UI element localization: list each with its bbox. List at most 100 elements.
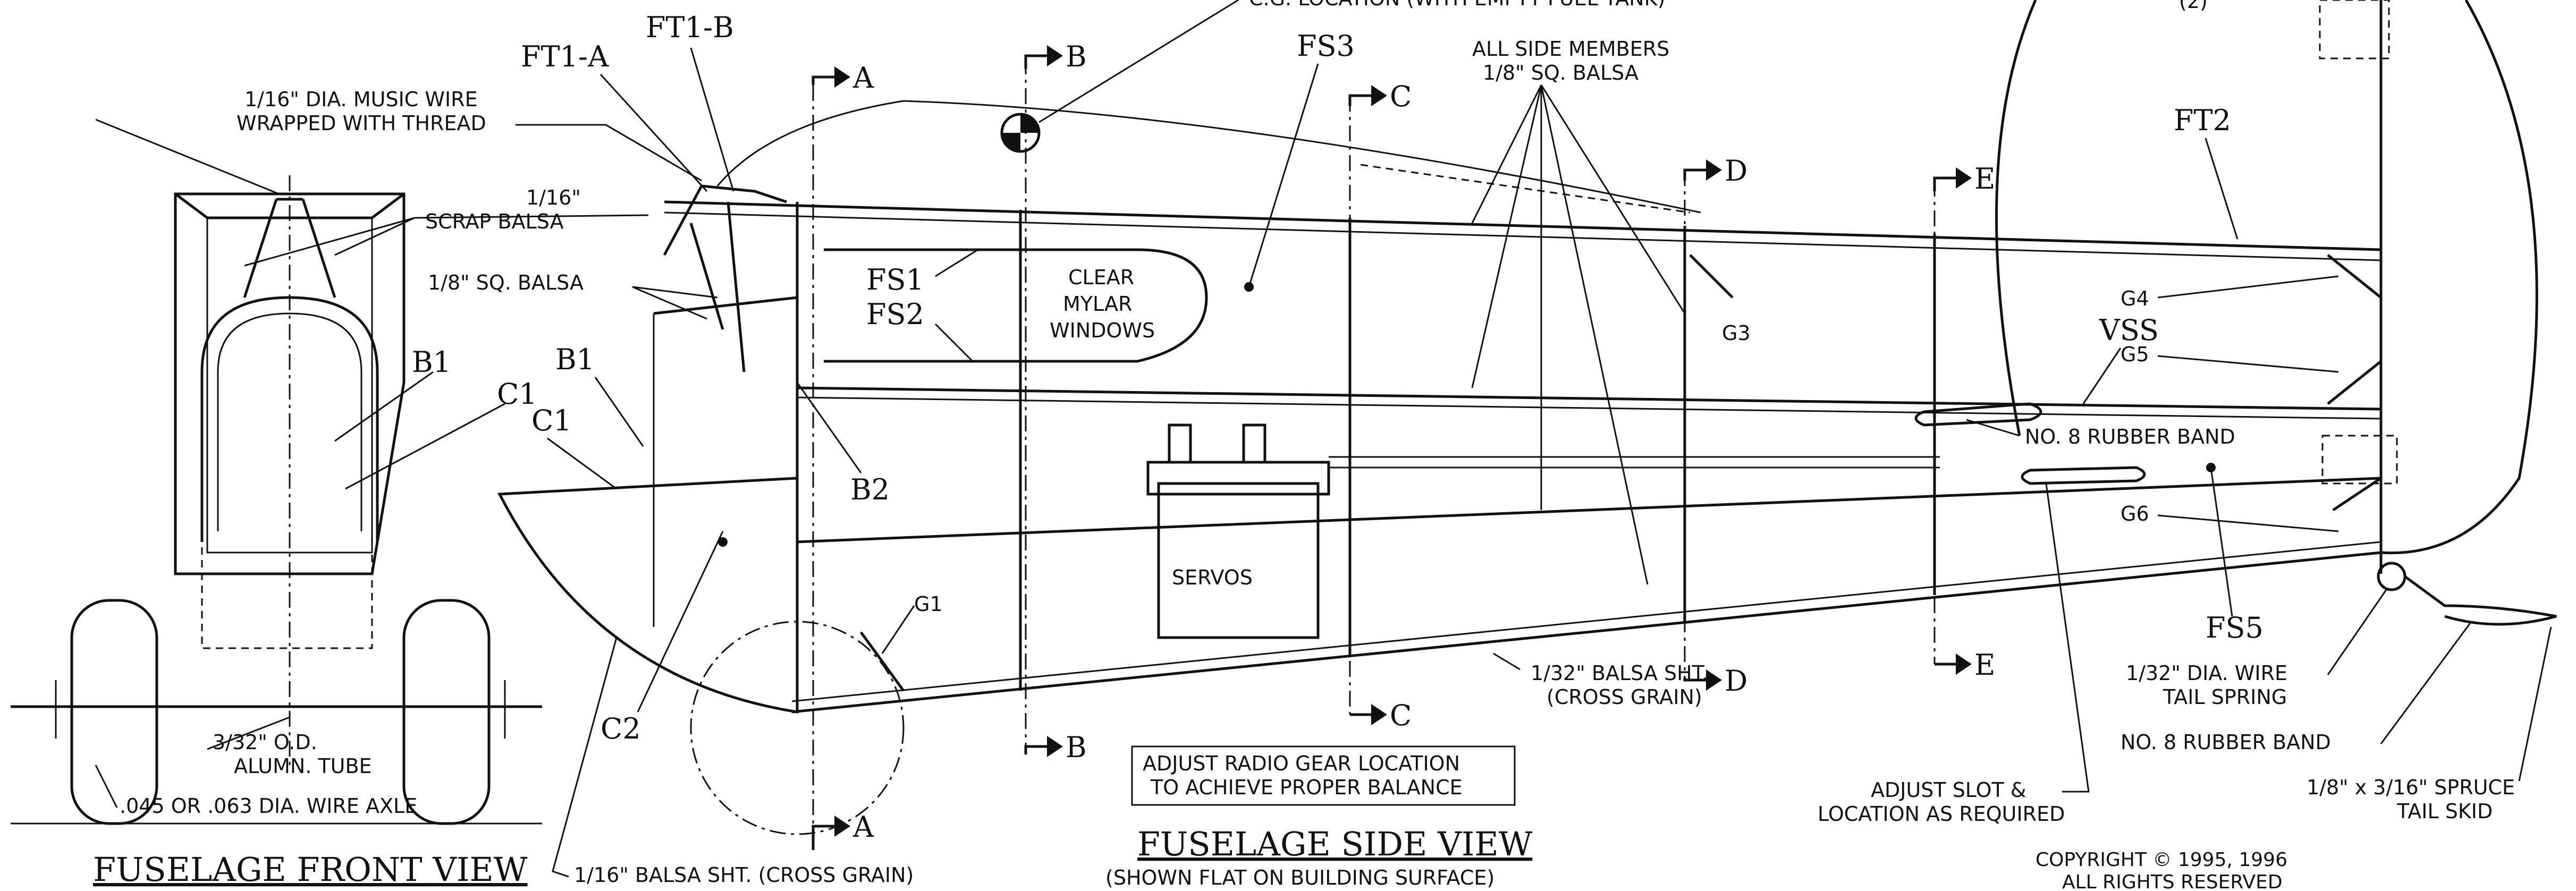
arrow-c-top-stem	[1348, 94, 1371, 106]
leader-rubber-band-2	[2380, 621, 2472, 744]
side-view: A A B B C C D	[497, 0, 2557, 891]
label-ref-2: (2)	[2179, 0, 2208, 13]
section-arrow-b-bottom: B	[1024, 731, 1087, 764]
section-arrow-e-top: E	[1933, 162, 1995, 196]
leader-g5	[2157, 355, 2339, 373]
label-skid-2: TAIL SKID	[2396, 800, 2493, 823]
mid-longeron-inner	[797, 396, 2381, 420]
label-balsa-sht-1: 1/32" BALSA SHT.	[1531, 661, 1709, 685]
section-arrow-c-top: C	[1348, 80, 1412, 113]
label-fs5: FS5	[2206, 611, 2263, 644]
label-window-2: MYLAR	[1063, 292, 1132, 316]
servo-stud-2	[1242, 423, 1266, 464]
front-inner	[206, 218, 373, 554]
section-d-bottom-label: D	[1725, 664, 1747, 698]
label-ft1b: FT1-B	[646, 11, 734, 44]
label-axle: .045 OR .063 DIA. WIRE AXLE	[120, 794, 417, 818]
left-wheel-tire	[70, 599, 158, 825]
arrow-c-top-head	[1371, 85, 1387, 106]
arrow-a-bottom-stem	[812, 825, 834, 850]
section-e-bottom-label: E	[1974, 648, 1995, 682]
label-balsa-sixteenth: 1/16" BALSA SHT. (CROSS GRAIN)	[574, 863, 914, 887]
label-balsa-sht-2: (CROSS GRAIN)	[1547, 685, 1702, 709]
windshield	[663, 184, 787, 256]
arrow-a-top-stem	[812, 75, 834, 85]
label-music-wire: 1/16" DIA. MUSIC WIRE	[244, 88, 478, 111]
leader-ft1b	[690, 47, 734, 192]
front-view-title: FUSELAGE FRONT VIEW	[93, 850, 528, 889]
bottom-longeron-inner	[791, 541, 2381, 702]
label-g3: G3	[1722, 321, 1751, 345]
front-bottom-box	[201, 547, 373, 649]
label-fs2: FS2	[866, 298, 924, 331]
label-adjust-2: TO ACHIEVE PROPER BALANCE	[1150, 776, 1463, 799]
section-arrow-d-top: D	[1683, 154, 1747, 188]
label-c2: C2	[601, 712, 641, 745]
label-cg-note: C.G. LOCATION (WITH EMPTY FUEL TANK)	[1249, 0, 1665, 10]
label-rubber-band: NO. 8 RUBBER BAND	[2025, 425, 2235, 448]
fs5-dot	[2206, 463, 2216, 472]
label-g6: G6	[2121, 502, 2149, 525]
top-longeron	[664, 200, 2381, 251]
leader-fs3	[1248, 63, 1319, 287]
leader-g1	[881, 605, 915, 654]
chin-block	[497, 477, 799, 714]
front-outline	[174, 192, 406, 575]
section-arrow-a-top: A	[812, 61, 874, 95]
section-e-top-label: E	[1974, 162, 1995, 196]
right-wheel-tire	[402, 599, 491, 825]
label-side-members-2: 1/8" SQ. BALSA	[1483, 61, 1638, 84]
hinge-plate	[2321, 435, 2398, 485]
label-copyright-1: COPYRIGHT © 1995, 1996	[2036, 849, 2287, 871]
label-scrap-balsa: SCRAP BALSA	[425, 210, 564, 233]
section-c-top-label: C	[1390, 80, 1412, 113]
label-window-3: WINDOWS	[1050, 319, 1155, 342]
label-rubber-band-2: NO. 8 RUBBER BAND	[2121, 731, 2331, 754]
mid-longeron	[797, 386, 2381, 411]
nose-top	[653, 296, 799, 478]
bottom-longeron	[791, 551, 2381, 714]
section-b-top-label: B	[1066, 40, 1087, 73]
balance-note-box	[1131, 745, 1516, 806]
label-g5: G5	[2121, 343, 2149, 366]
front-arch-inner	[217, 312, 362, 531]
arrow-b-bottom-head	[1047, 736, 1063, 757]
wing-outline	[716, 100, 1701, 214]
leader-wire	[95, 118, 280, 195]
label-b1-front: B1	[412, 345, 451, 379]
leader-wire-spring	[2327, 589, 2387, 675]
c2-dot	[718, 537, 728, 547]
arrow-d-top-head	[1706, 159, 1722, 181]
label-adjust-1: ADJUST RADIO GEAR LOCATION	[1143, 752, 1460, 775]
label-tube-2: ALUMN. TUBE	[234, 754, 372, 778]
arrow-c-bottom-head	[1371, 704, 1387, 725]
leader-c2	[637, 531, 724, 712]
window	[824, 248, 1208, 363]
leader-fs2	[934, 323, 974, 362]
leader-balsa-sixteenth	[552, 637, 618, 878]
right-wheel	[402, 599, 506, 825]
leader-fs5	[2210, 467, 2233, 617]
label-ft2: FT2	[2174, 104, 2231, 137]
rubber-band-slot-2	[2021, 466, 2146, 485]
label-skid-1: 1/8" x 3/16" SPRUCE	[2307, 776, 2515, 799]
cg-symbol	[1000, 0, 1239, 153]
rudder-outline	[1995, 0, 2538, 555]
servo-stud-1	[1168, 423, 1192, 464]
arrow-a-top-head	[834, 66, 850, 88]
section-d-top-label: D	[1725, 154, 1747, 188]
label-sq-balsa: 1/8" SQ. BALSA	[428, 271, 584, 294]
label-wire-2: TAIL SPRING	[2163, 685, 2287, 709]
label-sixteenth: 1/16"	[526, 186, 581, 209]
servo-box	[1157, 482, 1320, 639]
section-c-bottom-label: C	[1390, 699, 1412, 732]
leader-g6	[2157, 514, 2339, 532]
arrow-e-top-stem	[1933, 176, 1956, 191]
leader-b1-side	[594, 377, 644, 447]
label-b2: B2	[850, 473, 890, 506]
rubber-band-slot-1	[1914, 402, 2042, 427]
leader-slot	[2045, 483, 2090, 793]
leader-c1-side	[547, 437, 617, 490]
wing-dashed	[1360, 164, 1691, 214]
lower-longeron	[797, 477, 2381, 544]
